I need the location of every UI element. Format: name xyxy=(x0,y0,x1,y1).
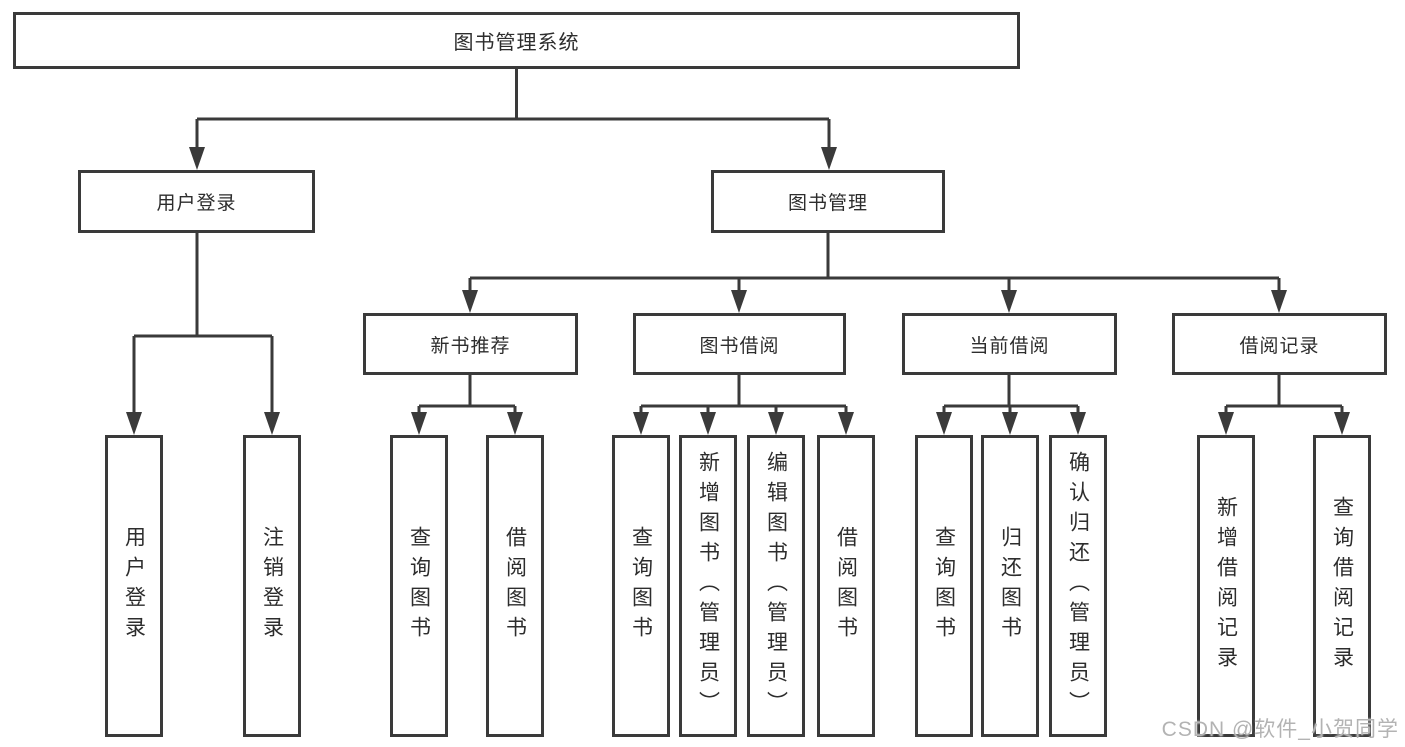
edge-recommend-to-leaves xyxy=(417,375,517,416)
leaf-query-books-current: 查询图书 xyxy=(915,435,973,737)
node-label: 查询借阅记录 xyxy=(1330,496,1354,676)
node-label: 借阅记录 xyxy=(1239,335,1320,357)
leaf-logout: 注销登录 xyxy=(243,435,301,737)
node-book-borrowing: 图书借阅 xyxy=(633,313,846,375)
leaf-borrow-books-borrowing: 借阅图书 xyxy=(817,435,875,737)
leaf-add-borrow-record: 新增借阅记录 xyxy=(1197,435,1255,737)
csdn-watermark: CSDN @软件_小贺同学 xyxy=(1161,718,1399,741)
node-label: 图书管理 xyxy=(787,193,868,214)
node-label: 用户登录 xyxy=(156,193,237,214)
node-label: 新书推荐 xyxy=(430,335,511,357)
node-label: 当前借阅 xyxy=(969,335,1050,357)
node-label: 借阅图书 xyxy=(503,526,527,646)
leaf-add-books-admin: 新增图书（管理员） xyxy=(679,435,737,737)
leaf-query-borrow-record: 查询借阅记录 xyxy=(1313,435,1371,737)
node-label: 确认归还（管理员） xyxy=(1066,451,1090,721)
leaf-query-books-recommend: 查询图书 xyxy=(390,435,448,737)
edge-current-to-leaves xyxy=(942,375,1080,416)
edge-borrow-to-leaves xyxy=(639,375,848,416)
node-label: 归还图书 xyxy=(998,526,1022,646)
node-label: 查询图书 xyxy=(629,526,653,646)
edge-userlogin-to-leaves xyxy=(132,233,274,416)
leaf-return-books: 归还图书 xyxy=(981,435,1039,737)
node-label: 查询图书 xyxy=(407,526,431,646)
node-new-book-recommend: 新书推荐 xyxy=(363,313,578,375)
node-label: 编辑图书（管理员） xyxy=(764,451,788,721)
edge-root-to-level2 xyxy=(195,68,831,150)
leaf-confirm-return-admin: 确认归还（管理员） xyxy=(1049,435,1107,737)
node-label: 注销登录 xyxy=(260,526,284,646)
leaf-borrow-books-recommend: 借阅图书 xyxy=(486,435,544,737)
node-label: 查询图书 xyxy=(932,526,956,646)
leaf-edit-books-admin: 编辑图书（管理员） xyxy=(747,435,805,737)
node-label: 新增图书（管理员） xyxy=(696,451,720,721)
node-label: 新增借阅记录 xyxy=(1214,496,1238,676)
node-label: 用户登录 xyxy=(122,526,146,646)
node-current-borrowing: 当前借阅 xyxy=(902,313,1117,375)
leaf-user-login: 用户登录 xyxy=(105,435,163,737)
arrowheads xyxy=(126,147,1350,435)
edge-records-to-leaves xyxy=(1224,375,1344,416)
node-label: 借阅图书 xyxy=(834,526,858,646)
node-library-system: 图书管理系统 xyxy=(13,12,1020,69)
leaf-query-books-borrowing: 查询图书 xyxy=(612,435,670,737)
edge-bookmgmt-to-level3 xyxy=(468,233,1281,294)
node-label: 图书借阅 xyxy=(699,335,780,357)
node-book-management: 图书管理 xyxy=(711,170,945,233)
node-label: 图书管理系统 xyxy=(453,32,580,54)
node-user-login: 用户登录 xyxy=(78,170,315,233)
node-borrowing-records: 借阅记录 xyxy=(1172,313,1387,375)
